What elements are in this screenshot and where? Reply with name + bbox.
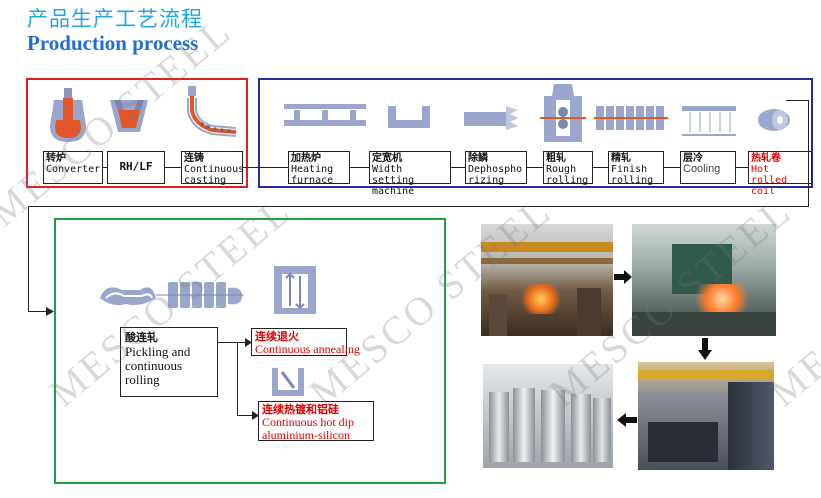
- continuous-casting-cn: 连铸: [184, 153, 204, 164]
- coating-cn: 连续热镀和铝硅: [262, 403, 339, 416]
- rolling-mill-photo: [632, 224, 776, 336]
- converter-icon: [50, 88, 86, 142]
- rh-lf-en: RH/LF: [119, 160, 153, 173]
- hot-dip-pot-icon: [272, 368, 304, 396]
- connector: [786, 100, 808, 101]
- laminar-cooling-icon: [682, 106, 736, 136]
- rough-mill-icon: [540, 84, 586, 142]
- descaling-cn: 除鳞: [468, 153, 488, 164]
- width-setting-step: 定宽机 Width setting machine: [369, 151, 451, 197]
- connector: [28, 206, 809, 207]
- pickling-rolling-step: 酸连轧 Pickling and continuous rolling: [120, 327, 218, 397]
- connector: [28, 311, 48, 312]
- rh-lf-step: RH/LF: [107, 151, 165, 184]
- hot-rolled-coil-en: Hot rolled coil: [751, 164, 788, 197]
- steel-plant-photo: [481, 224, 613, 336]
- connector: [237, 415, 253, 416]
- coil-icon: [758, 109, 790, 131]
- continuous-annealing-step: 连续退火 Continuous annealing: [251, 328, 360, 356]
- connector: [103, 167, 107, 168]
- connector: [527, 167, 543, 168]
- connector: [28, 206, 29, 312]
- hot-rolling-frame: [258, 78, 813, 188]
- hot-rolled-coil-cn: 热轧卷: [751, 153, 781, 164]
- steelmaking-frame: [26, 78, 248, 188]
- rough-rolling-step: 粗轧 Rough rolling: [543, 151, 593, 186]
- hot-rolled-coil-step: 热轧卷 Hot rolled coil: [748, 151, 812, 197]
- width-press-icon: [388, 106, 430, 128]
- heating-furnace-icon: [284, 104, 366, 126]
- converter-cn: 转炉: [46, 153, 66, 164]
- page-title-en: Production process: [27, 31, 199, 55]
- arrow-left-icon: [617, 413, 637, 427]
- arrow-right-icon: [252, 411, 259, 420]
- arrow-right-icon: [614, 270, 632, 284]
- pickling-cn: 酸连轧: [125, 331, 158, 344]
- connector: [736, 167, 748, 168]
- heating-furnace-step: 加热炉 Heating furnace: [288, 151, 350, 186]
- cooling-step: 层冷 Cooling: [680, 151, 736, 184]
- descaling-step: 除鳞 Dephospho rizing: [465, 151, 527, 186]
- connector: [808, 100, 809, 206]
- finish-mill-icon: [594, 106, 668, 130]
- connector: [165, 167, 181, 168]
- finish-rolling-cn: 精轧: [611, 153, 631, 164]
- annealing-furnace-icon: [274, 266, 316, 314]
- connector: [593, 167, 608, 168]
- annealing-en: Continuous annealing: [255, 342, 360, 356]
- coating-en: Continuous hot dip aluminium-silicon: [262, 415, 355, 442]
- arrow-right-icon: [46, 307, 54, 316]
- continuous-caster-icon: [187, 86, 237, 137]
- hot-dip-aluminium-silicon-step: 连续热镀和铝硅 Continuous hot dip aluminium-sil…: [258, 401, 374, 442]
- rough-rolling-en: Rough rolling: [546, 164, 589, 186]
- heating-furnace-cn: 加热炉: [291, 153, 321, 164]
- cooling-cn: 层冷: [683, 153, 703, 164]
- cold-processing-frame: [54, 218, 446, 484]
- annealing-cn: 连续退火: [255, 330, 299, 343]
- annealing-furnace-photo: [638, 362, 774, 470]
- arrow-down-icon: [698, 338, 712, 360]
- connector: [350, 167, 369, 168]
- page-title-cn: 产品生产工艺流程: [27, 7, 203, 31]
- descaling-en: Dephospho rizing: [468, 164, 523, 186]
- finish-rolling-en: Finish rolling: [611, 164, 654, 186]
- connector: [237, 342, 238, 416]
- cooling-en: Cooling: [683, 163, 721, 175]
- width-setting-cn: 定宽机: [372, 153, 402, 164]
- continuous-casting-step: 连铸 Continuous casting: [181, 151, 245, 186]
- connector: [664, 167, 680, 168]
- descaler-icon: [464, 106, 518, 130]
- converter-step: 转炉 Converter: [43, 151, 103, 184]
- finish-rolling-step: 精轧 Finish rolling: [608, 151, 664, 186]
- pickling-en: Pickling and continuous rolling: [125, 344, 191, 387]
- width-setting-en: Width setting machine: [372, 164, 415, 197]
- arrow-right-icon: [245, 338, 252, 347]
- rough-rolling-cn: 粗轧: [546, 153, 566, 164]
- ladle-icon: [110, 100, 148, 132]
- heating-furnace-en: Heating furnace: [291, 164, 334, 186]
- connector: [218, 342, 248, 343]
- coil-storage-photo: [483, 364, 613, 468]
- converter-en: Converter: [46, 164, 101, 175]
- connector: [243, 167, 288, 168]
- continuous-casting-en: Continuous casting: [184, 164, 245, 186]
- connector: [451, 167, 465, 168]
- pickling-line-icon: [100, 282, 244, 308]
